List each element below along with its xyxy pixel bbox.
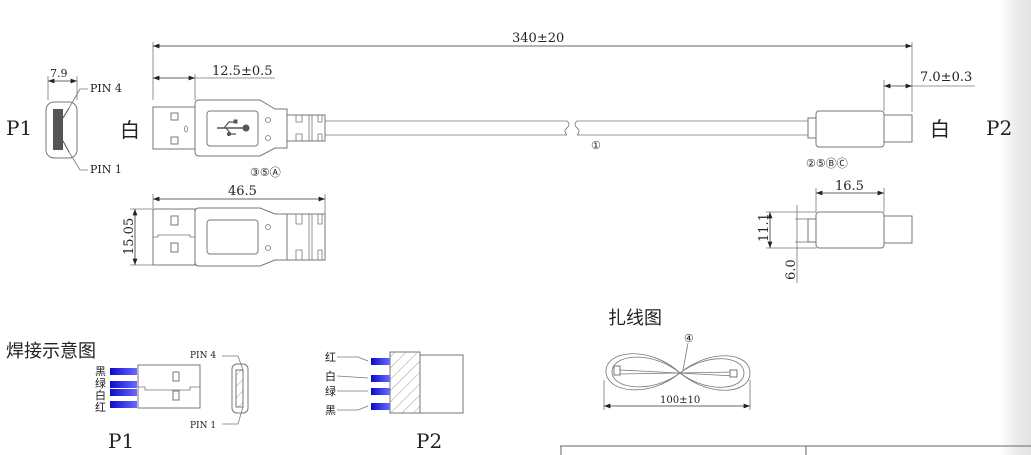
labels-pin4: PIN 4 — [90, 82, 122, 95]
welding-p1-wires-2: 白 — [95, 388, 106, 402]
dimensions-p2-tip-length: 7.0±0.3 — [920, 70, 972, 85]
p2-welding-label: P2 — [416, 429, 442, 453]
dimensions-p2-tail-height: 6.0 — [784, 259, 799, 280]
welding-p2-wires-2: 绿 — [325, 384, 336, 398]
p1-welding-label: P1 — [108, 429, 134, 453]
usb-symbol-icon — [217, 119, 250, 137]
welding-p1-wires-1: 绿 — [95, 376, 106, 390]
dimensions-p2-body-height: 11.1 — [757, 213, 772, 242]
p1-callout: ③⑤Ⓐ — [250, 166, 281, 179]
title-block — [560, 445, 1031, 455]
viewer-edge-shadow — [999, 0, 1031, 455]
total-length-dimension: 340±20 — [152, 31, 913, 112]
labels-pin1: PIN 1 — [90, 163, 122, 176]
welding-p2-wires-1: 白 — [325, 369, 336, 383]
p1-welding-view: 黑 绿 白 红 PIN 4 PIN 1 — [95, 351, 249, 431]
dimensions-total-length: 340±20 — [512, 31, 564, 46]
cable — [325, 120, 808, 136]
dimensions-p1-body-height: 15.05 — [122, 218, 137, 255]
welding-p1-wires-3: 红 — [95, 401, 106, 414]
p2-tip-dimension: 7.0±0.3 — [883, 70, 975, 111]
welding-title: 焊接示意图 — [6, 341, 96, 362]
p2-plug-side: 16.5 11.1 6.0 — [757, 179, 913, 283]
dimensions-p1-end-width: 7.9 — [50, 67, 68, 80]
p1-color-label: 白 — [120, 118, 140, 142]
cable-callout: ① — [591, 139, 601, 152]
welding-pin1: PIN 1 — [190, 421, 216, 431]
p1-label: P1 — [6, 116, 32, 140]
usb-a-plug-side: 46.5 15.05 — [122, 184, 326, 267]
p1-tip-dimension: 12.5±0.5 — [153, 64, 275, 100]
welding-p1-wires-0: 黑 — [95, 365, 106, 378]
dimensions-p1-tip-length: 12.5±0.5 — [212, 64, 273, 79]
p2-color-label: 白 — [930, 117, 950, 141]
p1-end-view: 7.9 PIN 4 PIN 1 — [45, 67, 122, 176]
usb-a-plug-top — [152, 99, 326, 157]
coil-title: 扎线图 — [608, 308, 662, 329]
welding-pin4: PIN 4 — [190, 351, 216, 361]
p2-welding-view: 红 白 绿 黑 — [325, 351, 464, 417]
p2-plug-top — [807, 110, 913, 148]
dimensions-coil-length: 100±10 — [660, 395, 700, 406]
p2-callout: ②⑤ⒷⒸ — [806, 157, 848, 170]
dimensions-p2-body-length: 16.5 — [835, 179, 864, 194]
dimensions-p1-body-length: 46.5 — [228, 184, 257, 199]
welding-p2-wires-3: 黑 — [325, 404, 336, 417]
p2-label: P2 — [986, 116, 1012, 140]
welding-p2-wires-0: 红 — [325, 351, 336, 364]
coil-drawing: ④ 100±10 — [603, 332, 751, 410]
coil-callout: ④ — [684, 332, 694, 345]
